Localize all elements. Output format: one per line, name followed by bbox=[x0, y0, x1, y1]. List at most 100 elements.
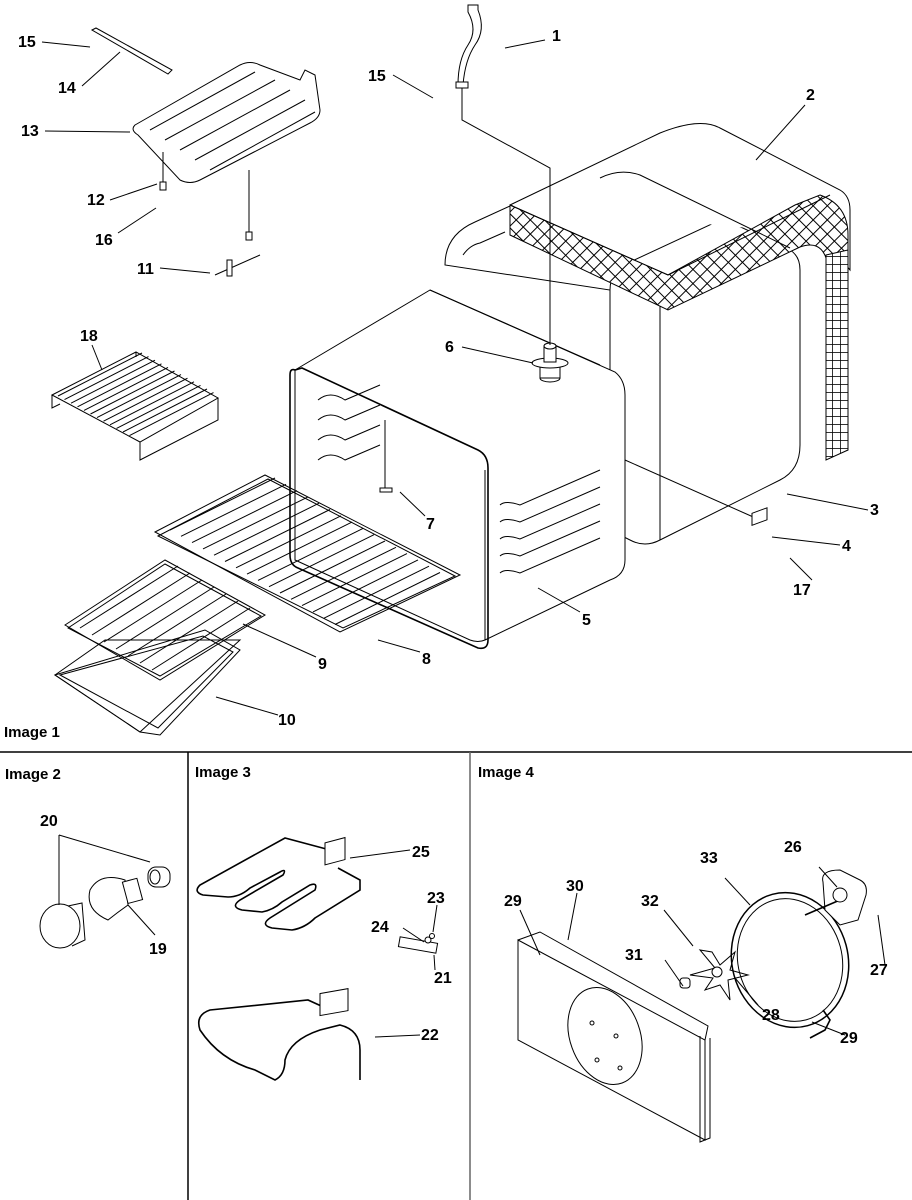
rack-wire bbox=[268, 534, 375, 588]
rack-wire bbox=[290, 546, 397, 600]
lens bbox=[39, 902, 86, 949]
temperature-sensor bbox=[379, 487, 393, 493]
svg-text:10: 10 bbox=[278, 712, 296, 729]
callout-16: 16 bbox=[95, 207, 157, 249]
svg-text:7: 7 bbox=[426, 516, 435, 533]
rack-wire bbox=[77, 363, 162, 408]
rack-wire bbox=[334, 572, 441, 625]
callout-14: 14 bbox=[58, 51, 121, 97]
svg-text:6: 6 bbox=[445, 339, 454, 356]
callout-23: 23 bbox=[427, 890, 445, 933]
half-rack bbox=[50, 351, 220, 461]
svg-text:16: 16 bbox=[95, 232, 113, 249]
rack-wire bbox=[83, 366, 169, 411]
panel-label-image-4: Image 4 bbox=[478, 764, 535, 781]
rack-wire bbox=[109, 381, 195, 426]
rack-wire bbox=[90, 370, 175, 415]
insert-rib bbox=[151, 607, 251, 671]
convection-element bbox=[730, 891, 850, 1039]
svg-text:18: 18 bbox=[80, 328, 98, 345]
vent-tube bbox=[455, 4, 551, 345]
rack-wire bbox=[312, 559, 419, 613]
insulation-wrap bbox=[509, 123, 851, 461]
rack-wire bbox=[116, 384, 201, 429]
svg-text:5: 5 bbox=[582, 612, 591, 629]
callout-9: 9 bbox=[242, 623, 327, 673]
image-1-callouts: 1 2 3 4 5 6 7 bbox=[18, 28, 879, 729]
svg-text:20: 20 bbox=[40, 813, 58, 830]
callout-29a: 29 bbox=[504, 893, 541, 956]
insert-rib bbox=[79, 565, 179, 629]
clip bbox=[245, 231, 253, 241]
svg-text:21: 21 bbox=[434, 970, 452, 987]
callout-28: 28 bbox=[734, 977, 780, 1024]
support-bar bbox=[90, 27, 173, 75]
side-louvers bbox=[499, 469, 601, 574]
rack-wire bbox=[180, 483, 287, 537]
svg-text:3: 3 bbox=[870, 502, 879, 519]
panel-image-2: Image 2 20 19 bbox=[5, 766, 171, 958]
panel-label-image-2: Image 2 bbox=[5, 766, 61, 783]
panel-image-4: Image 4 29 bbox=[478, 764, 888, 1143]
callout-18: 18 bbox=[80, 328, 103, 371]
callout-29b: 29 bbox=[811, 1021, 858, 1047]
callout-22: 22 bbox=[374, 1027, 439, 1044]
callout-32: 32 bbox=[641, 893, 694, 947]
callout-7: 7 bbox=[399, 491, 435, 533]
svg-text:2: 2 bbox=[806, 87, 815, 104]
panel-label-image-3: Image 3 bbox=[195, 764, 251, 781]
svg-text:22: 22 bbox=[421, 1027, 439, 1044]
broil-pan-insert bbox=[64, 559, 266, 681]
insert-rib bbox=[91, 572, 191, 636]
rack-wire bbox=[213, 502, 320, 556]
rack-wire bbox=[202, 496, 309, 550]
svg-text:14: 14 bbox=[58, 80, 76, 97]
callout-15a: 15 bbox=[18, 34, 91, 51]
callout-4: 4 bbox=[771, 536, 851, 555]
svg-text:8: 8 bbox=[422, 651, 431, 668]
panel-image-3: Image 3 25 23 24 21 bbox=[195, 764, 452, 1081]
callout-15b: 15 bbox=[368, 68, 434, 99]
callout-19: 19 bbox=[127, 904, 167, 958]
vent-fitting bbox=[531, 342, 569, 383]
svg-text:26: 26 bbox=[784, 839, 802, 856]
svg-text:32: 32 bbox=[641, 893, 659, 910]
svg-text:28: 28 bbox=[762, 1007, 780, 1024]
svg-text:17: 17 bbox=[793, 582, 811, 599]
svg-text:33: 33 bbox=[700, 850, 718, 867]
terminal-block bbox=[397, 933, 439, 954]
rack-wire bbox=[70, 359, 156, 404]
callout-6: 6 bbox=[445, 339, 534, 364]
svg-text:25: 25 bbox=[412, 844, 430, 861]
svg-text:30: 30 bbox=[566, 878, 584, 895]
oven-cavity bbox=[289, 289, 768, 650]
callout-24: 24 bbox=[371, 919, 425, 943]
svg-text:11: 11 bbox=[137, 261, 154, 278]
callout-2: 2 bbox=[755, 87, 815, 161]
rack-wire bbox=[279, 540, 386, 594]
clip bbox=[159, 181, 167, 191]
rod-bracket bbox=[226, 259, 233, 277]
rack-wire bbox=[257, 527, 364, 581]
clips-and-bracket bbox=[159, 152, 261, 277]
svg-text:13: 13 bbox=[21, 123, 39, 140]
callout-25: 25 bbox=[349, 844, 430, 861]
callout-8: 8 bbox=[377, 639, 431, 668]
bracket bbox=[751, 507, 768, 526]
rack-wire bbox=[96, 374, 182, 419]
callout-13: 13 bbox=[21, 123, 131, 140]
callout-31: 31 bbox=[625, 947, 684, 987]
rack-wire bbox=[235, 515, 342, 569]
insert-rib bbox=[103, 579, 203, 643]
callout-3: 3 bbox=[786, 493, 879, 519]
rack-wire bbox=[169, 477, 276, 531]
callout-33: 33 bbox=[700, 850, 751, 906]
panel-image-1: Image 1 bbox=[4, 4, 879, 741]
rack-wire bbox=[64, 356, 149, 401]
svg-text:29: 29 bbox=[840, 1030, 858, 1047]
convection-motor bbox=[804, 869, 867, 926]
rack-wire bbox=[129, 392, 214, 437]
callout-26: 26 bbox=[784, 839, 838, 888]
callout-30: 30 bbox=[566, 878, 584, 941]
svg-text:24: 24 bbox=[371, 919, 389, 936]
